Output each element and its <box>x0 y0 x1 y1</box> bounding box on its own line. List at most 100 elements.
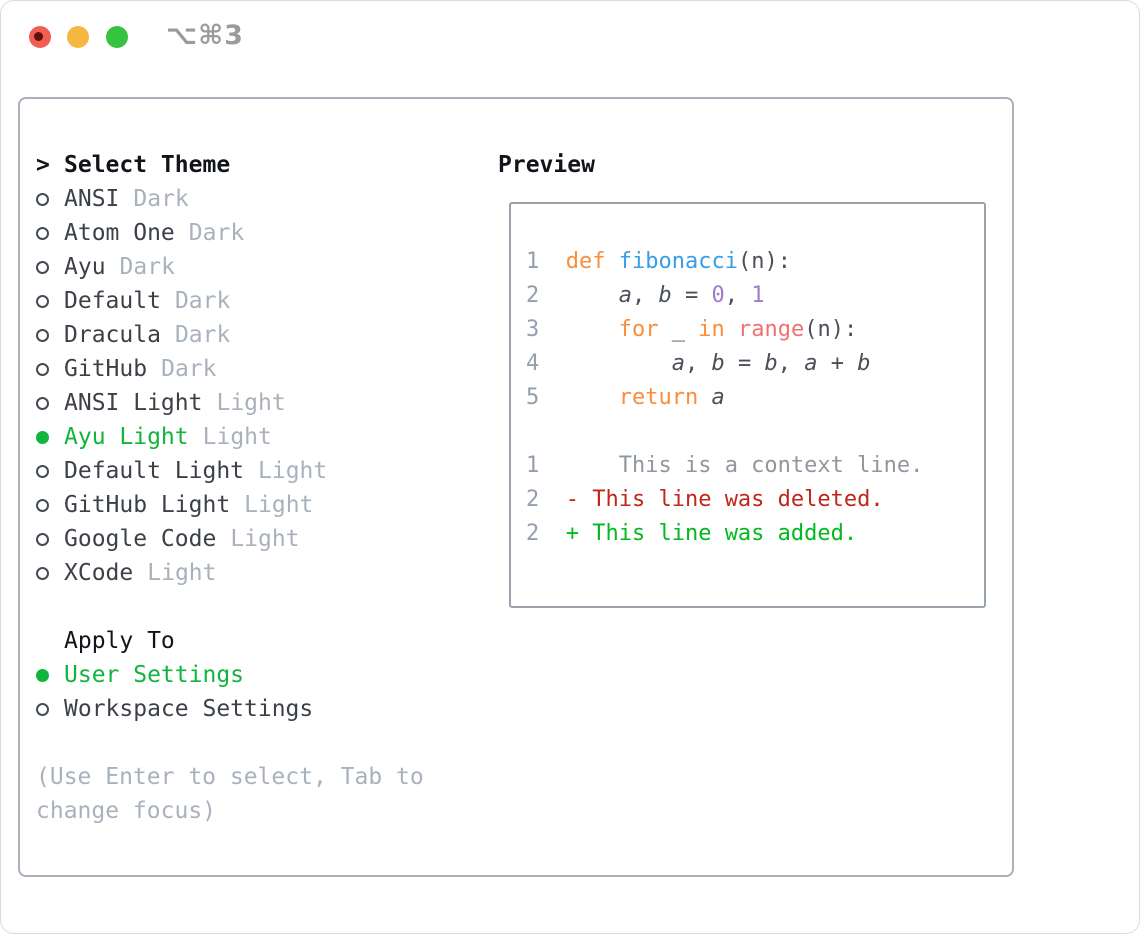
radio-icon <box>36 294 49 308</box>
code-token <box>539 487 566 512</box>
theme-option-ansi-light[interactable]: ANSI Light Light <box>36 386 476 420</box>
code-token: 2 <box>526 521 540 546</box>
code-token: def <box>565 249 619 274</box>
code-token: = <box>671 283 712 308</box>
blank-line <box>526 415 984 449</box>
radio-icon <box>36 464 49 478</box>
theme-variant: Light <box>258 458 328 484</box>
radio-icon <box>36 702 49 716</box>
radio-icon <box>36 362 49 376</box>
theme-variant: Dark <box>161 356 217 382</box>
theme-picker: > Select Theme ANSI Dark Atom One Dark A… <box>36 148 476 828</box>
code-token: a <box>671 351 685 376</box>
code-line: 4 a, b = b, a + b <box>526 347 984 381</box>
code-token: _ <box>658 317 699 342</box>
code-token: 1 <box>751 283 765 308</box>
code-token: 4 <box>526 351 566 376</box>
code-token: return <box>618 385 712 410</box>
theme-variant: Dark <box>174 288 231 314</box>
theme-variant: Light <box>230 526 300 552</box>
code-line: 1 def fibonacci(n): <box>526 245 984 279</box>
code-token: = <box>724 351 765 376</box>
code-token: a <box>618 283 632 308</box>
code-token: (n): <box>804 317 858 342</box>
theme-name: GitHub Light <box>64 492 231 518</box>
theme-name: ANSI <box>64 186 120 212</box>
diff-context-line: 1 This is a context line. <box>526 449 984 483</box>
code-token: 1 <box>526 453 540 478</box>
theme-option-google-code[interactable]: Google Code Light <box>36 522 476 556</box>
apply-option-user-settings[interactable]: User Settings <box>36 658 476 692</box>
code-token: range <box>737 317 805 342</box>
theme-variant: Light <box>244 492 314 518</box>
theme-name: Google Code <box>64 526 217 552</box>
theme-option-default-light[interactable]: Default Light Light <box>36 454 476 488</box>
code-line: 3 for _ in range(n): <box>526 313 984 347</box>
theme-variant: Light <box>147 560 217 586</box>
theme-option-github-dark[interactable]: GitHub Dark <box>36 352 476 386</box>
theme-variant: Light <box>202 424 272 450</box>
close-button[interactable] <box>29 26 51 48</box>
code-token <box>566 317 619 342</box>
code-token: b <box>711 351 725 376</box>
code-token: + <box>817 351 858 376</box>
selection-pointer-icon: > <box>36 152 50 178</box>
radio-icon <box>36 566 49 580</box>
code-token <box>566 351 672 376</box>
maximize-button[interactable] <box>106 26 128 48</box>
code-token: a <box>804 351 818 376</box>
theme-name: Default Light <box>64 458 245 484</box>
code-token: 0 <box>711 283 725 308</box>
apply-to-header: Apply To <box>36 624 476 658</box>
theme-variant: Dark <box>133 186 189 212</box>
apply-option-label: User Settings <box>64 662 245 688</box>
preview-title: Preview <box>498 152 595 178</box>
theme-variant: Dark <box>119 254 175 280</box>
code-token: b <box>857 351 871 376</box>
theme-name: Atom One <box>64 220 175 246</box>
theme-option-dracula-dark[interactable]: Dracula Dark <box>36 318 476 352</box>
theme-option-ayu-light[interactable]: Ayu Light Light <box>36 420 476 454</box>
radio-icon <box>36 260 49 274</box>
code-token: a <box>711 385 725 410</box>
code-token: b <box>658 283 672 308</box>
code-token: , <box>777 351 805 376</box>
theme-name: GitHub <box>64 356 148 382</box>
theme-option-ayu-dark[interactable]: Ayu Dark <box>36 250 476 284</box>
spacer <box>36 590 476 624</box>
code-token <box>539 453 618 478</box>
apply-option-workspace-settings[interactable]: Workspace Settings <box>36 692 476 726</box>
code-token <box>539 521 566 546</box>
radio-icon <box>36 328 49 342</box>
code-token: fibonacci <box>618 249 738 274</box>
theme-option-ansi-dark[interactable]: ANSI Dark <box>36 182 476 216</box>
code-token: for <box>618 317 659 342</box>
code-token: - This line was deleted. <box>565 487 884 512</box>
radio-icon <box>36 192 49 206</box>
theme-option-github-light[interactable]: GitHub Light Light <box>36 488 476 522</box>
theme-option-default-dark[interactable]: Default Dark <box>36 284 476 318</box>
code-token: , <box>631 283 659 308</box>
diff-added-line: 2 + This line was added. <box>526 517 984 551</box>
code-line: 5 return a <box>526 381 984 415</box>
code-token <box>566 283 619 308</box>
radio-icon <box>36 498 49 512</box>
help-text: (Use Enter to select, Tab to change focu… <box>36 764 424 824</box>
theme-option-xcode[interactable]: XCode Light <box>36 556 476 590</box>
code-token: + This line was added. <box>565 521 858 546</box>
code-line: 2 a, b = 0, 1 <box>526 279 984 313</box>
theme-option-atom-one-dark[interactable]: Atom One Dark <box>36 216 476 250</box>
theme-picker-header: > Select Theme <box>36 148 476 182</box>
theme-variant: Dark <box>174 322 231 348</box>
apply-option-label: Workspace Settings <box>64 696 314 722</box>
theme-picker-title: Select Theme <box>64 152 231 178</box>
code-token: 2 <box>526 283 566 308</box>
minimize-button[interactable] <box>67 26 89 48</box>
theme-variant: Dark <box>188 220 245 246</box>
code-token: 5 <box>526 385 566 410</box>
code-token: 1 <box>526 249 566 274</box>
unsaved-indicator-icon <box>34 32 43 41</box>
code-token: in <box>698 317 738 342</box>
diff-deleted-line: 2 - This line was deleted. <box>526 483 984 517</box>
